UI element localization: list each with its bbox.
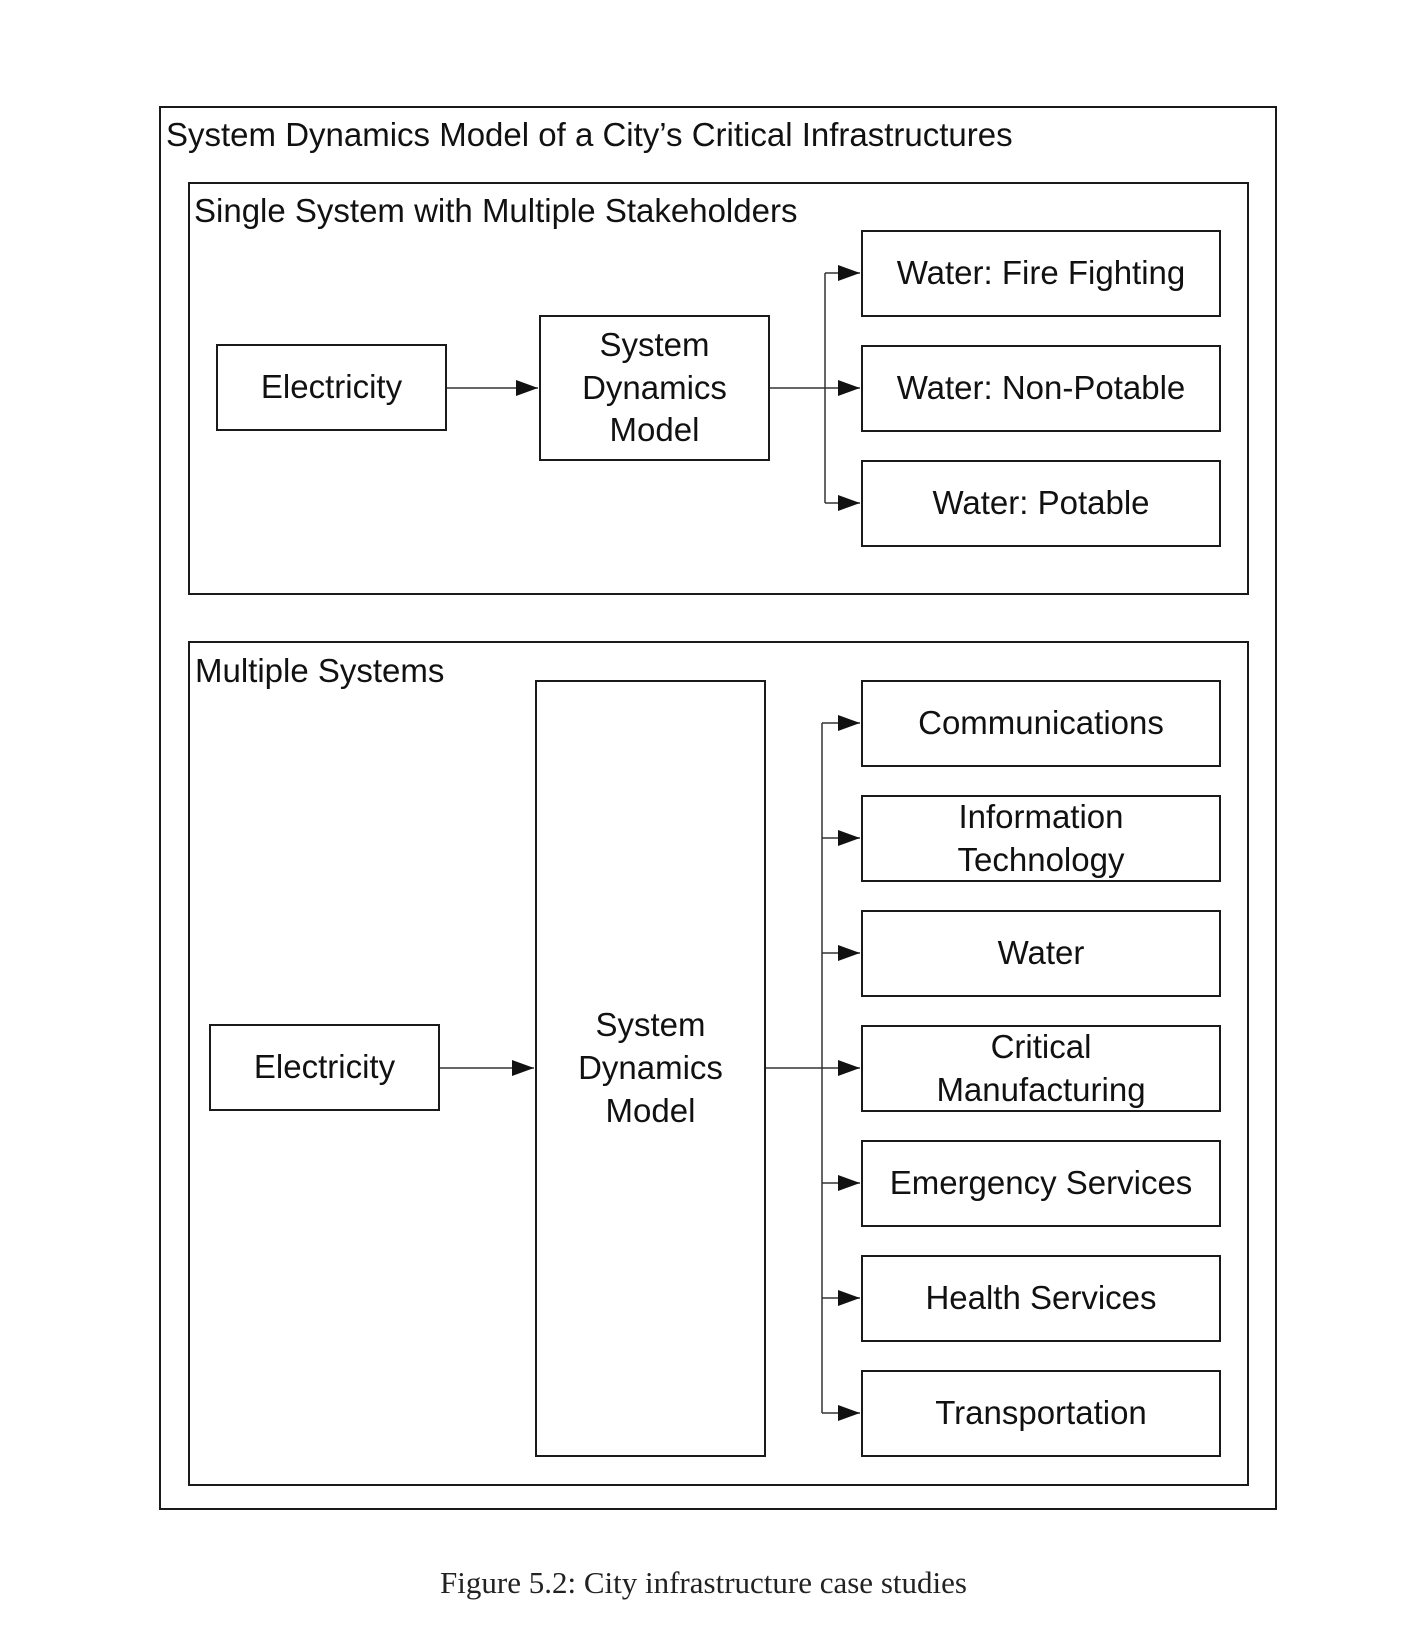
figure-title: System Dynamics Model of a City’s Critic…	[166, 116, 1013, 153]
system-label: Water	[997, 934, 1085, 972]
model-label-line: Dynamics	[578, 1049, 723, 1087]
system-node-health-services: Health Services	[861, 1255, 1221, 1342]
panel-multiple-systems-title: Multiple Systems	[195, 652, 445, 689]
electricity-node-single: Electricity	[216, 344, 447, 431]
system-node-water: Water	[861, 910, 1221, 997]
outer-frame	[159, 106, 1277, 1510]
model-label-line: Model	[605, 1091, 696, 1129]
panel-single-system	[188, 182, 1249, 595]
electricity-node-multiple: Electricity	[209, 1024, 440, 1111]
model-label-line: Dynamics	[582, 368, 727, 406]
system-label: Transportation	[935, 1394, 1147, 1432]
stakeholder-node-water-potable: Water: Potable	[861, 460, 1221, 547]
system-node-emergency-services: Emergency Services	[861, 1140, 1221, 1227]
system-dynamics-model-node-multiple: System Dynamics Model	[535, 680, 766, 1457]
system-label: Emergency Services	[889, 1164, 1193, 1202]
system-label: Technology	[957, 840, 1125, 878]
electricity-label: Electricity	[253, 1048, 396, 1086]
model-label-line: System	[599, 325, 710, 363]
panel-single-system-title: Single System with Multiple Stakeholders	[194, 192, 798, 229]
electricity-label: Electricity	[260, 368, 403, 406]
stakeholder-node-water-fire-fighting: Water: Fire Fighting	[861, 230, 1221, 317]
figure-caption: Figure 5.2: City infrastructure case stu…	[440, 1565, 967, 1600]
model-label-line: Model	[609, 411, 700, 449]
system-node-information-technology: Information Technology	[861, 795, 1221, 882]
system-label: Manufacturing	[936, 1070, 1146, 1108]
system-label: Communications	[918, 704, 1164, 742]
system-label: Health Services	[925, 1279, 1157, 1317]
panel-multiple-systems	[188, 641, 1249, 1486]
stakeholder-label: Water: Fire Fighting	[896, 254, 1186, 292]
system-label: Information	[958, 797, 1124, 835]
stakeholder-label: Water: Potable	[932, 484, 1150, 522]
system-label: Critical	[990, 1027, 1092, 1065]
system-node-transportation: Transportation	[861, 1370, 1221, 1457]
stakeholder-node-water-non-potable: Water: Non-Potable	[861, 345, 1221, 432]
system-node-communications: Communications	[861, 680, 1221, 767]
stakeholder-label: Water: Non-Potable	[896, 369, 1186, 407]
system-node-critical-manufacturing: Critical Manufacturing	[861, 1025, 1221, 1112]
model-label-line: System	[595, 1006, 706, 1044]
system-dynamics-model-node-single: System Dynamics Model	[539, 315, 770, 461]
